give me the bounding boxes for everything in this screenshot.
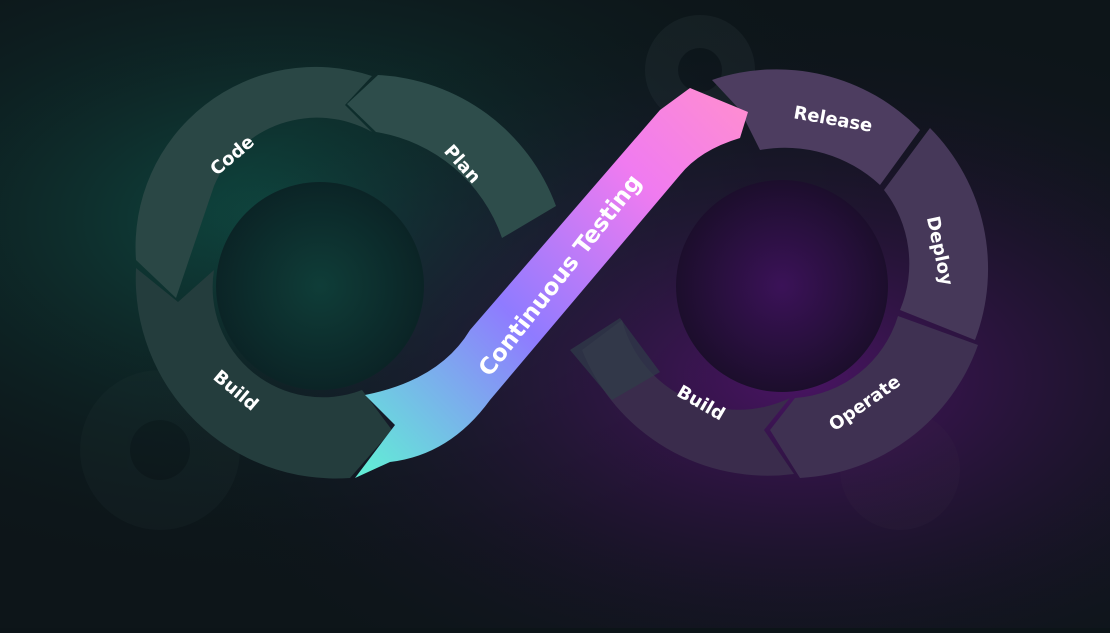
continuous-testing-band xyxy=(355,88,748,478)
segment-connector-right xyxy=(570,318,660,400)
segment-operate xyxy=(770,316,978,478)
right-loop-center xyxy=(676,180,888,392)
left-loop-center xyxy=(216,182,424,390)
gear-icon xyxy=(645,15,755,125)
segment-release xyxy=(712,69,920,185)
segment-plan xyxy=(347,75,556,238)
segment-build-left xyxy=(135,268,393,479)
segment-deploy xyxy=(884,128,989,340)
segment-code xyxy=(135,66,372,298)
